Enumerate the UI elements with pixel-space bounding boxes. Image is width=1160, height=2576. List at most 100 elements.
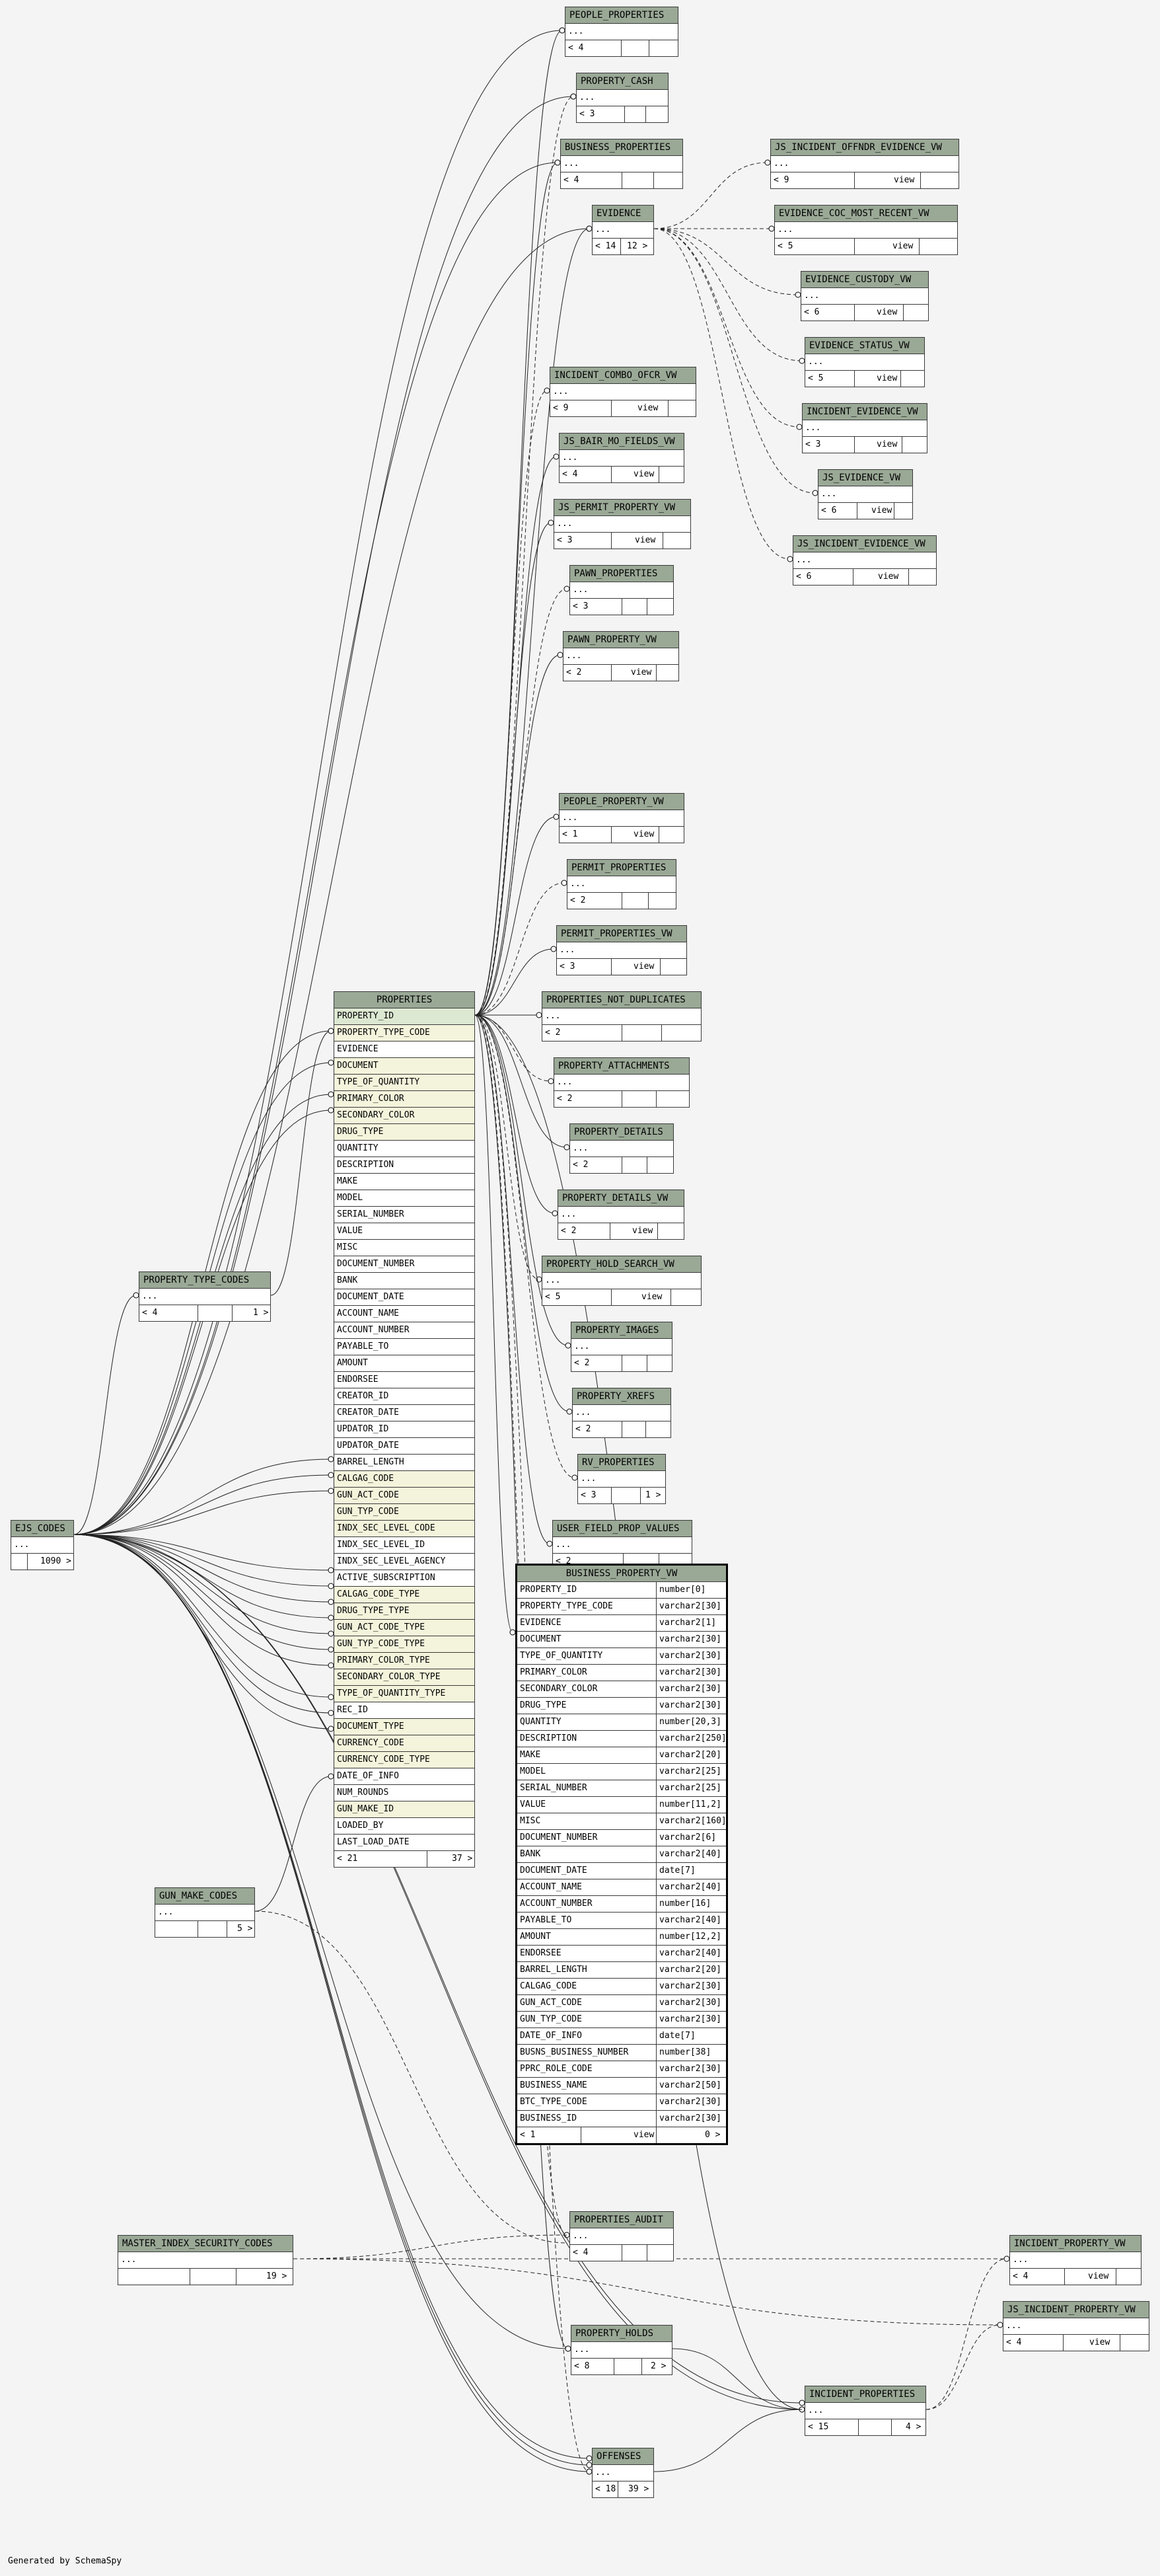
relationship-line	[653, 162, 768, 229]
table-parents: < 5	[808, 373, 824, 383]
table-people-properties[interactable]: PEOPLE_PROPERTIES ... < 4	[565, 7, 678, 57]
table-children: view	[637, 403, 659, 413]
crow-foot-marker	[552, 1210, 558, 1217]
column: ...	[550, 384, 696, 400]
relationship-line	[474, 96, 574, 1016]
column-name: MISC	[520, 1816, 541, 1826]
table-title: GUN_MAKE_CODES	[155, 1888, 254, 1905]
crow-foot-marker	[795, 291, 801, 298]
column: ...	[560, 810, 684, 827]
column-name: PAYABLE_TO	[520, 1915, 572, 1925]
table-master-index-security-codes[interactable]: MASTER_INDEX_SECURITY_CODES ... 19 >	[118, 2235, 293, 2285]
column-type: date[7]	[656, 2028, 696, 2044]
table-parents: < 1	[562, 829, 578, 839]
table-title: PROPERTY_DETAILS_VW	[558, 1190, 684, 1207]
column-type: varchar2[40]	[656, 1879, 721, 1895]
column-type: varchar2[25]	[656, 1780, 721, 1796]
column: ...	[571, 2342, 672, 2359]
column-name: GUN_ACT_CODE	[520, 1998, 582, 2008]
table-parents: < 21	[337, 1854, 358, 1864]
relationship-line	[73, 1534, 332, 1650]
table-children: view	[892, 241, 914, 251]
table-parents: < 2	[575, 1424, 591, 1434]
table-property-details[interactable]: PROPERTY_DETAILS ... < 2	[569, 1123, 674, 1174]
column: VALUE	[334, 1223, 474, 1240]
column: ...	[118, 2252, 293, 2269]
table-property-images[interactable]: PROPERTY_IMAGES ... < 2	[571, 1322, 672, 1372]
table-pawn-properties[interactable]: PAWN_PROPERTIES ... < 3	[569, 565, 674, 615]
crow-foot-marker	[509, 1629, 516, 1636]
column-name: PROPERTY_TYPE_CODE	[520, 1601, 613, 1611]
generated-by-label: Generated by SchemaSpy	[8, 2556, 122, 2566]
table-parents: < 2	[574, 1358, 590, 1368]
table-business-properties[interactable]: BUSINESS_PROPERTIES ... < 4	[560, 139, 683, 189]
table-property-xrefs[interactable]: PROPERTY_XREFS ... < 2	[572, 1388, 671, 1438]
crow-foot-marker	[328, 1773, 334, 1780]
table-properties-audit[interactable]: PROPERTIES_AUDIT ... < 4	[569, 2211, 674, 2261]
column-type: varchar2[30]	[656, 1632, 721, 1648]
crow-foot-marker	[565, 2345, 571, 2352]
table-children: view	[634, 2130, 655, 2140]
table-parents: < 5	[778, 241, 793, 251]
table-children: view	[894, 175, 915, 185]
column: INDX_SEC_LEVEL_ID	[334, 1537, 474, 1554]
table-permit-properties[interactable]: PERMIT_PROPERTIES ... < 2	[567, 859, 676, 909]
table-gun-make-codes[interactable]: GUN_MAKE_CODES ... 5 >	[155, 1887, 255, 1938]
table-title: PAWN_PROPERTIES	[570, 566, 673, 582]
table-children: 37 >	[452, 1854, 473, 1864]
crow-foot-marker	[557, 652, 563, 658]
crow-foot-marker	[812, 490, 818, 496]
crow-foot-marker	[799, 358, 805, 364]
table-children: view	[632, 1226, 653, 1236]
column: ...	[578, 1471, 665, 1488]
column: ...	[155, 1905, 254, 1921]
column: ...	[771, 156, 959, 172]
table-title: PROPERTY_IMAGES	[571, 1322, 672, 1339]
table-property-cash[interactable]: PROPERTY_CASH ... < 3	[576, 73, 669, 123]
table-parents: < 3	[573, 601, 589, 611]
column-name: MAKE	[520, 1750, 541, 1760]
crow-foot-marker	[328, 1028, 334, 1034]
table-user-field-prop-values[interactable]: USER_FIELD_PROP_VALUES ... < 2	[552, 1520, 692, 1570]
table-properties-not-duplicates[interactable]: PROPERTIES_NOT_DUPLICATES ... < 2	[542, 991, 702, 1042]
table-parents: < 2	[566, 667, 582, 677]
table-children: 39 >	[628, 2484, 649, 2494]
table-ejs-codes[interactable]: EJS_CODES ... 1090 >	[11, 1520, 74, 1570]
table-children: view	[871, 506, 892, 515]
column: ...	[805, 354, 924, 371]
column: PRIMARY_COLOR_TYPE	[334, 1653, 474, 1669]
table-property-attachments[interactable]: PROPERTY_ATTACHMENTS ... < 2	[554, 1057, 690, 1108]
